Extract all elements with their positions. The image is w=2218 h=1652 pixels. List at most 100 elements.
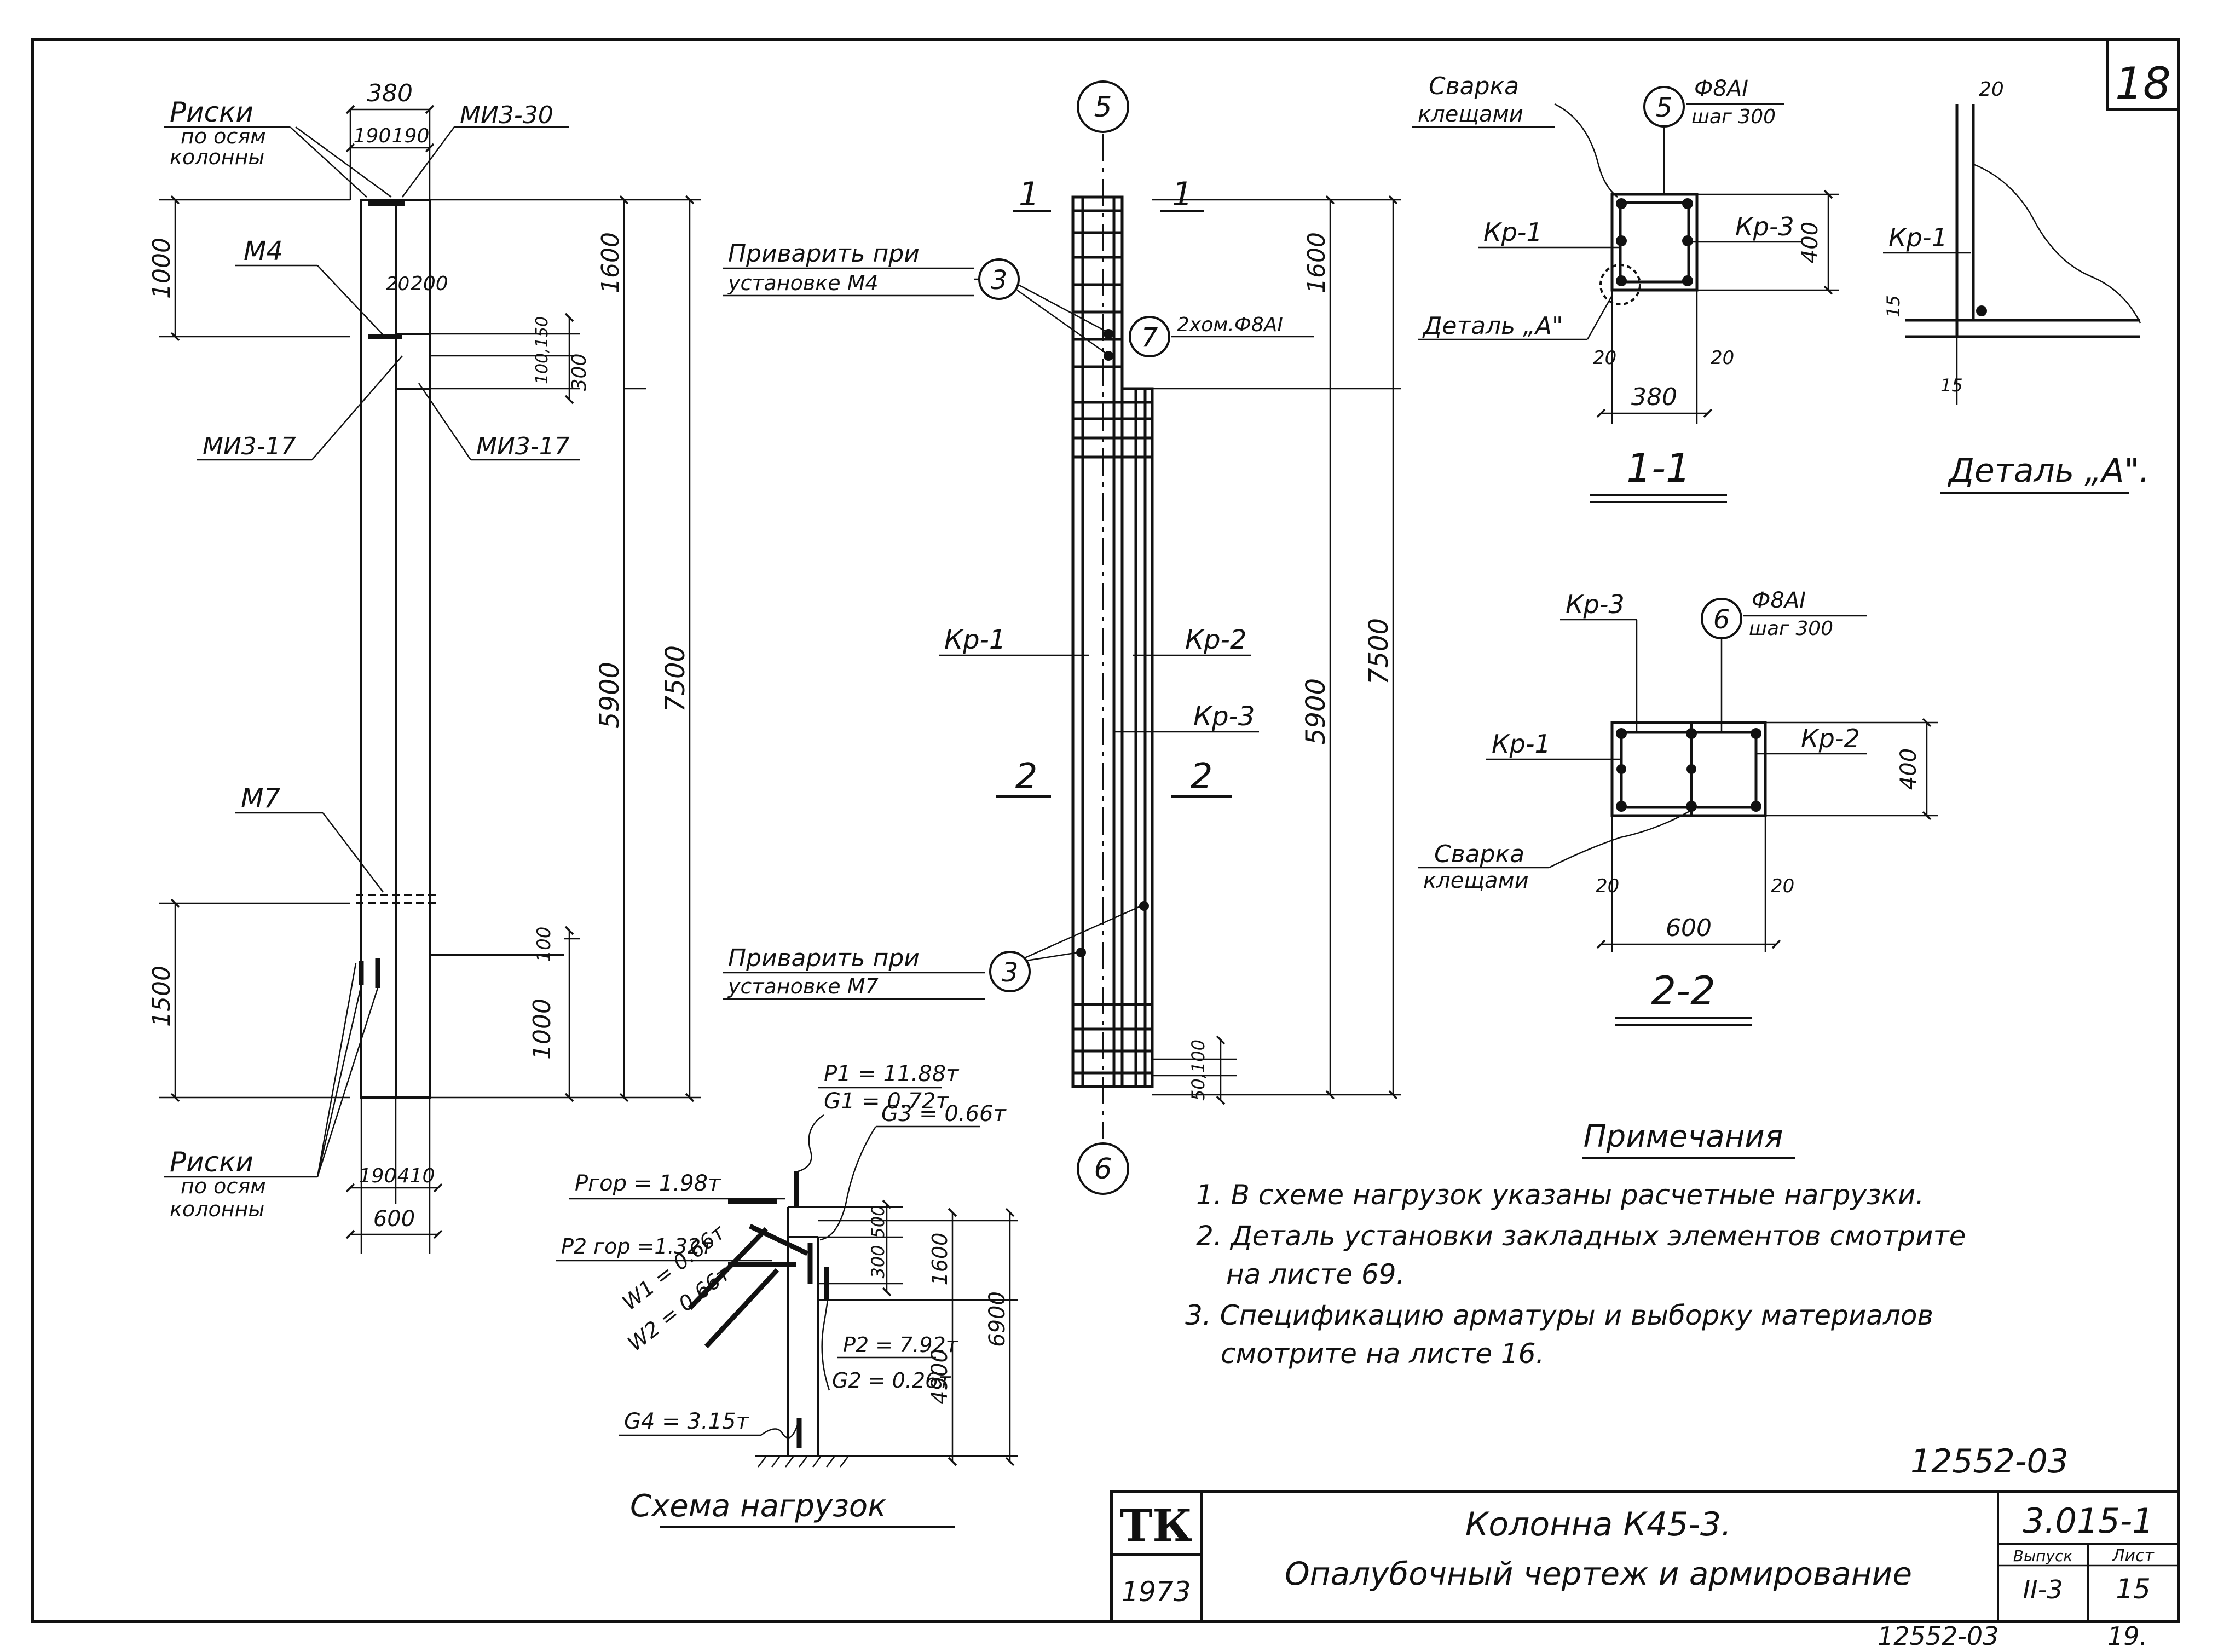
s22-weld-label-2: клещами (1423, 868, 1529, 893)
load-scheme: P1 = 11.88т G1 = 0.72т G3 = 0.66т Pгор =… (556, 1061, 1018, 1528)
dim-5900: 5900 (594, 662, 625, 729)
s11-dim-380: 380 (1631, 383, 1677, 411)
dim-190c: 190 (359, 1165, 397, 1187)
s22-dim-20a: 20 (1596, 875, 1619, 897)
note-2b: на листе 69. (1226, 1258, 1405, 1290)
sheet-number: 18 (2115, 58, 2171, 109)
load-g2: G2 = 0.26т (832, 1368, 951, 1393)
archive-code-top: 12552-03 (1910, 1442, 2069, 1481)
s22-dim-20b: 20 (1771, 875, 1794, 897)
title-series: 3.015-1 (2023, 1501, 2153, 1541)
s11-title: 1-1 (1626, 445, 1691, 491)
s11-dim-20b: 20 (1711, 347, 1734, 369)
mark-7-label: 7 (1141, 322, 1158, 353)
load-p1: P1 = 11.88т (824, 1061, 960, 1087)
s11-bar-label-2: шаг 300 (1691, 106, 1776, 128)
load-g4: G4 = 3.15т (624, 1409, 749, 1434)
s11-weld-label-2: клещами (1418, 102, 1523, 127)
mi3-30-label: МИ3-30 (460, 101, 553, 129)
stirrups (1073, 209, 1152, 1075)
mark-3-bottom-label: 3 (1002, 957, 1019, 988)
logo-tk: ТК (1120, 1500, 1192, 1551)
load-dim-300: 300 (868, 1245, 888, 1278)
load-g1: G1 = 0.72т (824, 1089, 949, 1114)
ground-hatch (758, 1455, 849, 1468)
title-line-1: Колонна К45-3. (1465, 1505, 1732, 1544)
section-2-left: 2 (1015, 756, 1038, 797)
s22-title: 2-2 (1651, 968, 1716, 1014)
s22-dim-400: 400 (1896, 748, 1921, 790)
detail-a: 20 Кр-1 15 15 Деталь „А". (1883, 78, 2150, 494)
s22-dim-600: 600 (1666, 914, 1712, 942)
load-p-hor2: P2 гор =1.32т (561, 1234, 714, 1258)
risks-bottom-label-2: по осям (181, 1174, 266, 1198)
sheet-label: Лист (2112, 1546, 2155, 1566)
m4-label: М4 (244, 236, 283, 267)
s11-mark-5-label: 5 (1656, 93, 1673, 123)
section-2-2: Кр-3 6 Ф8АI шаг 300 Кр-1 Кр-2 400 Сварка… (1418, 588, 1938, 1026)
risks-top-label-2: по осям (181, 124, 266, 148)
sheet-frame (31, 38, 2180, 1623)
dim-1600-r: 1600 (1303, 232, 1331, 293)
kr2-label: Кр-2 (1185, 625, 1246, 655)
detail-a-dim-15a: 15 (1883, 295, 1904, 317)
axis-6-bubble (1077, 1142, 1129, 1195)
section-2-2-outline (1610, 721, 1767, 817)
section-1-left: 1 (1019, 175, 1039, 213)
mark-3-top (978, 258, 1020, 300)
load-dim-1600: 1600 (928, 1233, 952, 1286)
risks-top-label-3: колонны (170, 145, 264, 169)
archive-code-bottom: 12552-03 (1878, 1621, 1998, 1651)
mark-3-top-label: 3 (991, 265, 1008, 296)
dim-100-150: 100,150 (533, 316, 552, 384)
risks-top-label-1: Риски (170, 96, 253, 128)
dim-190b: 190 (392, 125, 430, 147)
load-dim-500: 500 (868, 1205, 888, 1238)
kr3-label: Кр-3 (1193, 701, 1255, 732)
column-elevation: 380 190 190 Риски по осям колонны МИ3-30… (148, 79, 701, 1254)
notes-title: Примечания (1584, 1119, 1783, 1154)
s22-kr1-label: Кр-1 (1492, 729, 1551, 759)
dim-380: 380 (367, 79, 413, 107)
dim-1600: 1600 (597, 232, 625, 293)
issue-value: II-3 (2023, 1575, 2063, 1604)
mark-7 (1129, 316, 1170, 357)
dim-600: 600 (373, 1206, 415, 1232)
kr1-label: Кр-1 (944, 625, 1006, 655)
detail-a-dim-15b: 15 (1940, 375, 1963, 396)
axis-6-label: 6 (1094, 1153, 1112, 1186)
dim-20: 20 (386, 273, 409, 295)
s11-dim-20a: 20 (1593, 347, 1616, 369)
s22-kr2-label: Кр-2 (1801, 724, 1860, 753)
s22-bar-label-2: шаг 300 (1749, 617, 1833, 640)
weld-m4-label-1: Приварить при (728, 240, 920, 268)
dim-50-100: 50,100 (1188, 1039, 1209, 1101)
weld-m7-label-1: Приварить при (728, 944, 920, 972)
note-1: 1. В схеме нагрузок указаны расчетные на… (1196, 1179, 1924, 1211)
section-2-right: 2 (1191, 756, 1213, 797)
sheet-number-box: 18 (2106, 39, 2179, 111)
weld-m4-label-2: установке М4 (727, 271, 879, 295)
s11-weld-label-1: Сварка (1429, 72, 1519, 100)
stirrups-note: 2хом.Ф8АI (1177, 314, 1283, 336)
section-1-right: 1 (1172, 175, 1193, 213)
s11-kr3-label: Кр-3 (1735, 212, 1794, 241)
s22-weld-label-1: Сварка (1434, 840, 1524, 868)
load-p2: P2 = 7.92т (843, 1333, 959, 1357)
dim-190a: 190 (354, 125, 391, 147)
notes: Примечания 1. В схеме нагрузок указаны р… (1185, 1119, 1966, 1370)
reinforcement-view: 5 6 1 (723, 80, 1401, 1195)
dim-7500: 7500 (660, 645, 691, 712)
load-g3: G3 = 0.66т (881, 1101, 1007, 1127)
dim-300: 300 (568, 354, 591, 391)
dim-7500-r: 7500 (1364, 618, 1394, 685)
title-year: 1973 (1121, 1576, 1191, 1608)
load-p-hor1: Pгор = 1.98т (575, 1171, 721, 1196)
dim-410: 410 (397, 1165, 435, 1187)
console-outline (395, 333, 431, 390)
load-scheme-title: Схема нагрузок (630, 1488, 886, 1524)
s11-bar-label-1: Ф8АI (1694, 76, 1748, 101)
m7-label: М7 (241, 783, 280, 814)
axis-5-label: 5 (1094, 91, 1112, 124)
